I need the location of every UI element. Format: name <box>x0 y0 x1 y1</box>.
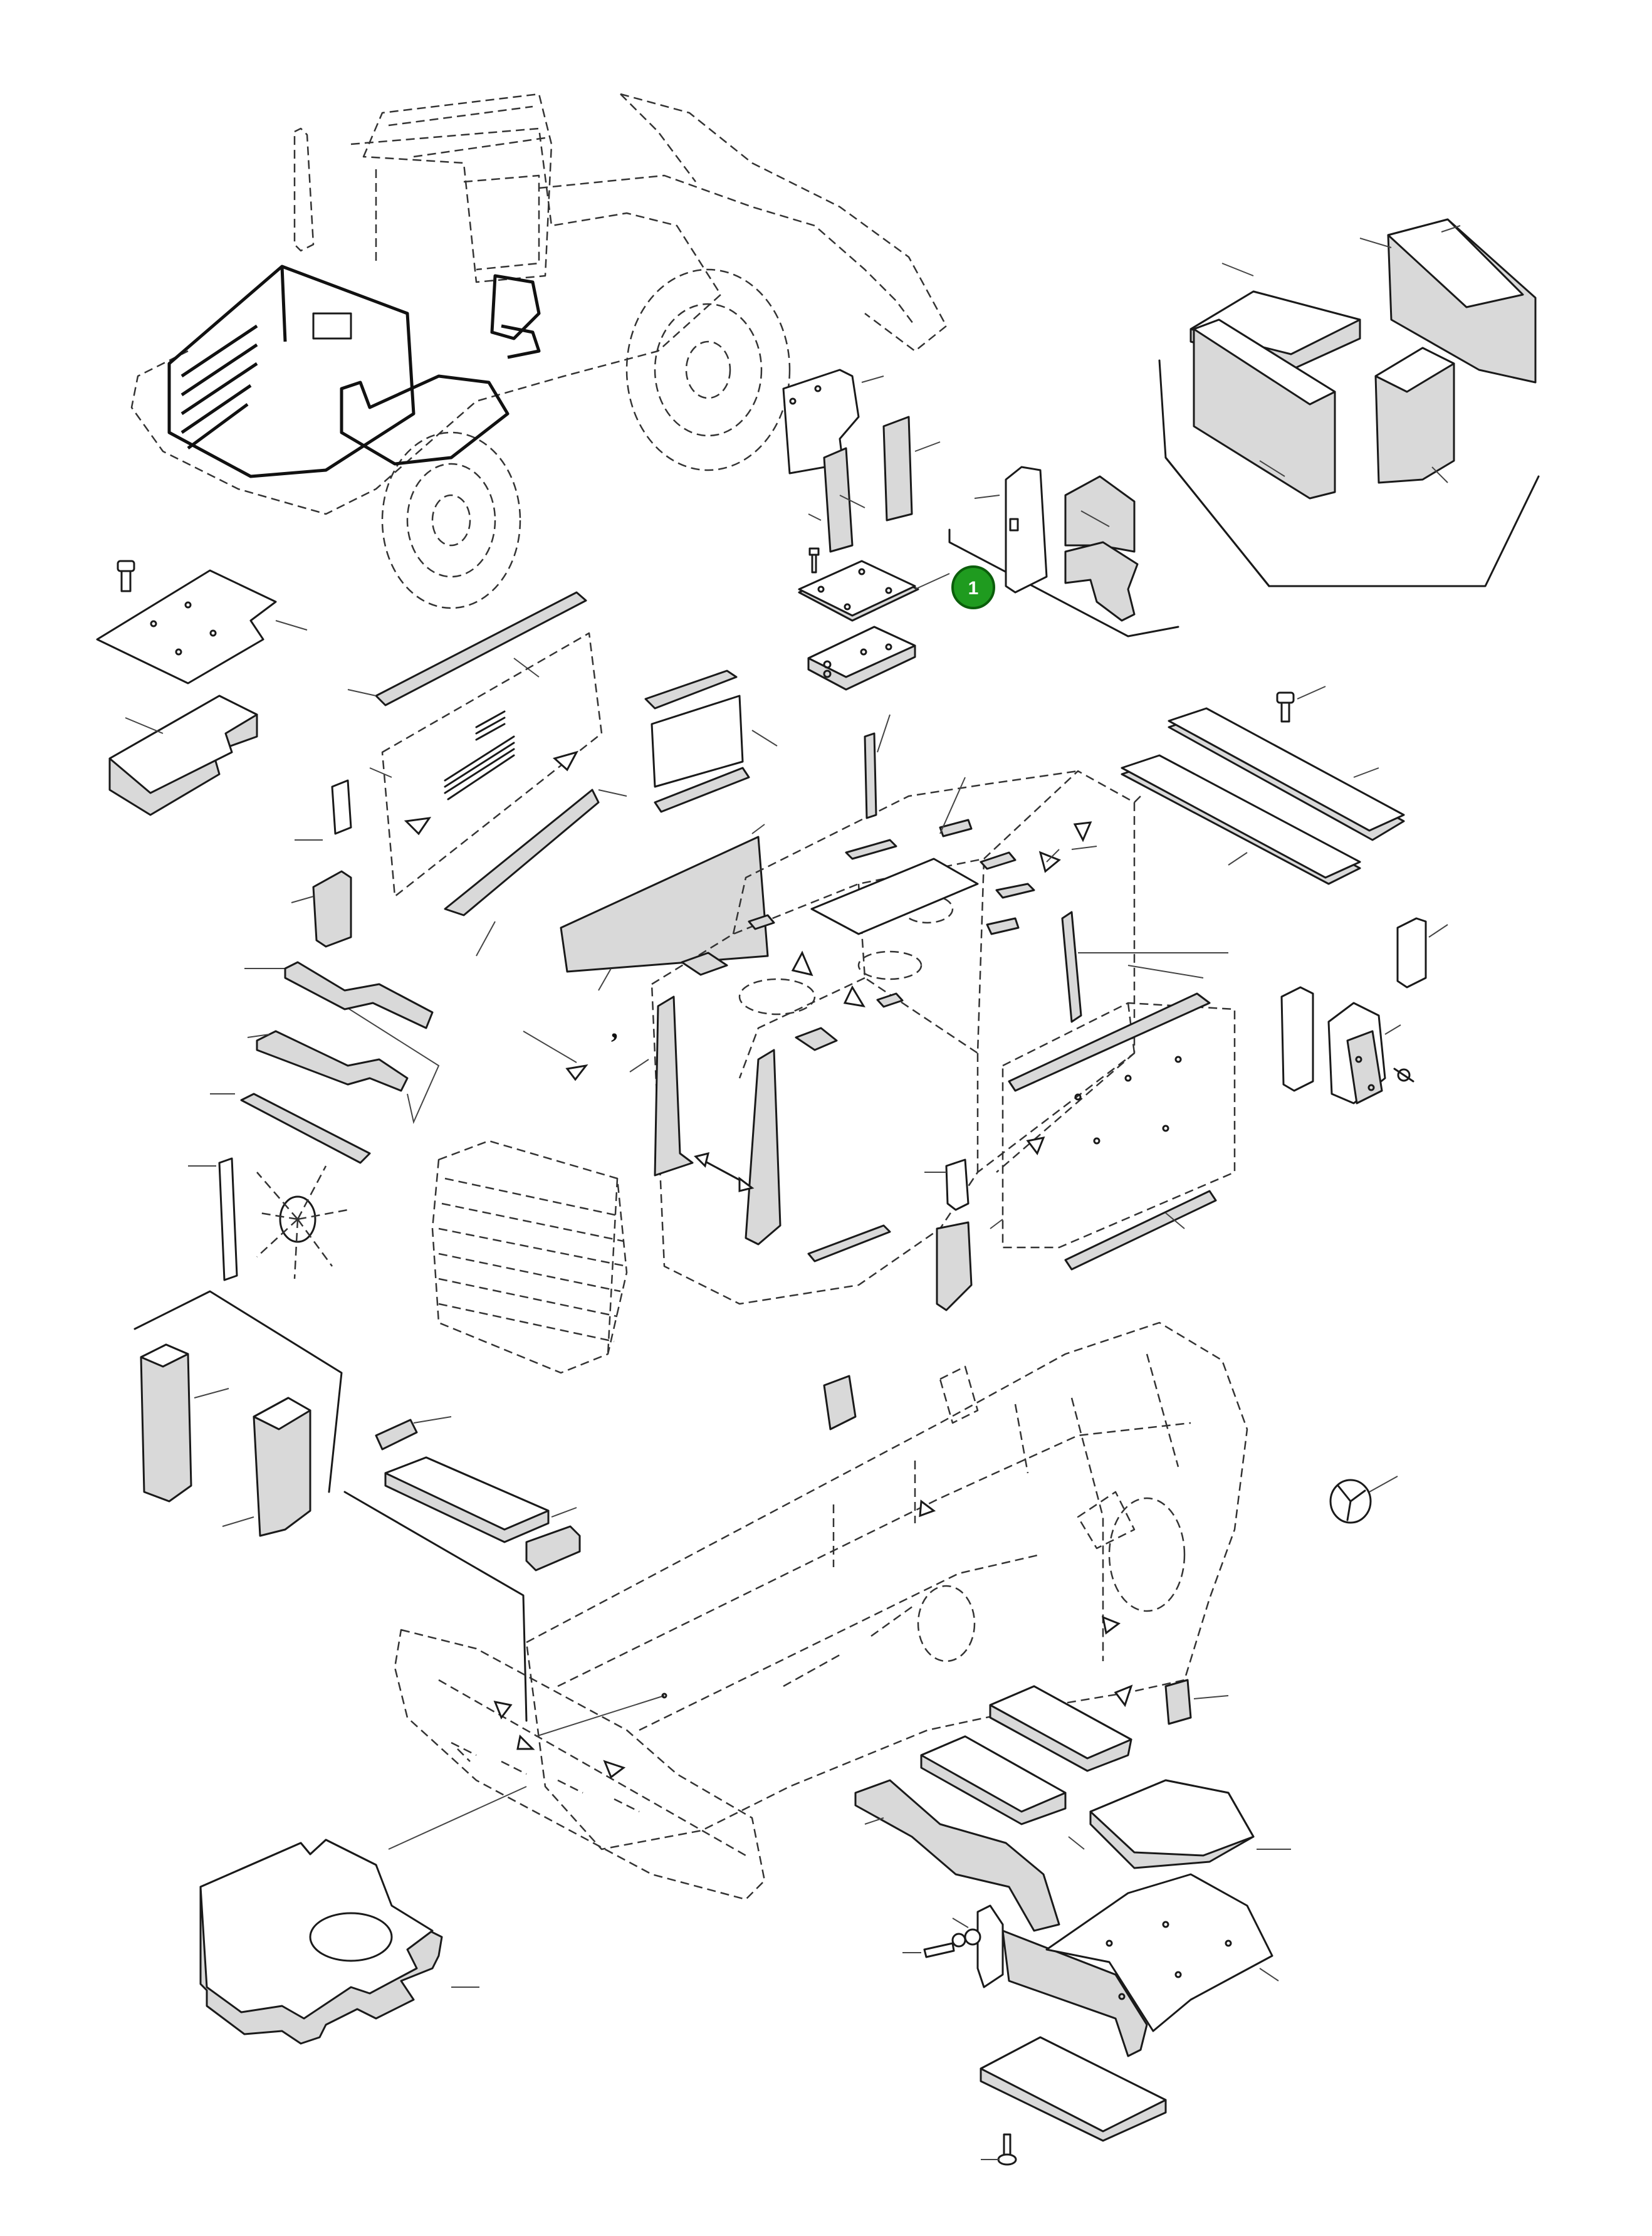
fan-icon <box>256 1165 348 1279</box>
block-c <box>1193 318 1336 500</box>
comma-mark: , <box>611 1013 618 1044</box>
lower-left-blocks <box>133 1290 343 1537</box>
vent-grid <box>444 710 515 800</box>
side-panel-dashed <box>924 992 1236 1311</box>
right-mid-panels <box>1061 911 1448 1105</box>
radiator-grille <box>431 1031 628 1374</box>
bolt-icon <box>997 2133 1017 2166</box>
hood-frame <box>651 714 1141 1305</box>
tall-wedges <box>629 995 891 1262</box>
cross-pad <box>199 1786 527 2045</box>
left-top-plates <box>96 560 308 816</box>
emblem-icon <box>1329 1476 1398 1524</box>
side-panel-set <box>948 466 1179 638</box>
callout-1-label: 1 <box>968 578 979 599</box>
block-d <box>1374 347 1455 484</box>
bolt-icon <box>1276 691 1295 723</box>
bolt-icon <box>923 1928 981 1958</box>
bolt-icon <box>808 547 820 574</box>
bolt-icon <box>117 560 135 592</box>
wheel-loader-overview <box>130 93 948 609</box>
top-right-blocks <box>1158 218 1540 587</box>
block-b <box>1387 218 1537 384</box>
left-seal-strips <box>188 961 440 1281</box>
counterweight-lettering <box>451 1741 640 1813</box>
lower-flat-plates <box>343 1416 581 1722</box>
bolt-icon <box>1393 1068 1414 1083</box>
chassis-frame <box>394 1321 1248 1901</box>
left-mid-panels <box>291 591 627 957</box>
chassis-pads <box>823 1375 1398 1725</box>
bottom-right-parts <box>854 1684 1291 2166</box>
mid-top-panels <box>782 369 950 691</box>
right-flat-bars <box>1121 686 1405 885</box>
center-panels: , <box>560 669 778 1044</box>
callout-1[interactable]: 1 <box>951 565 995 609</box>
